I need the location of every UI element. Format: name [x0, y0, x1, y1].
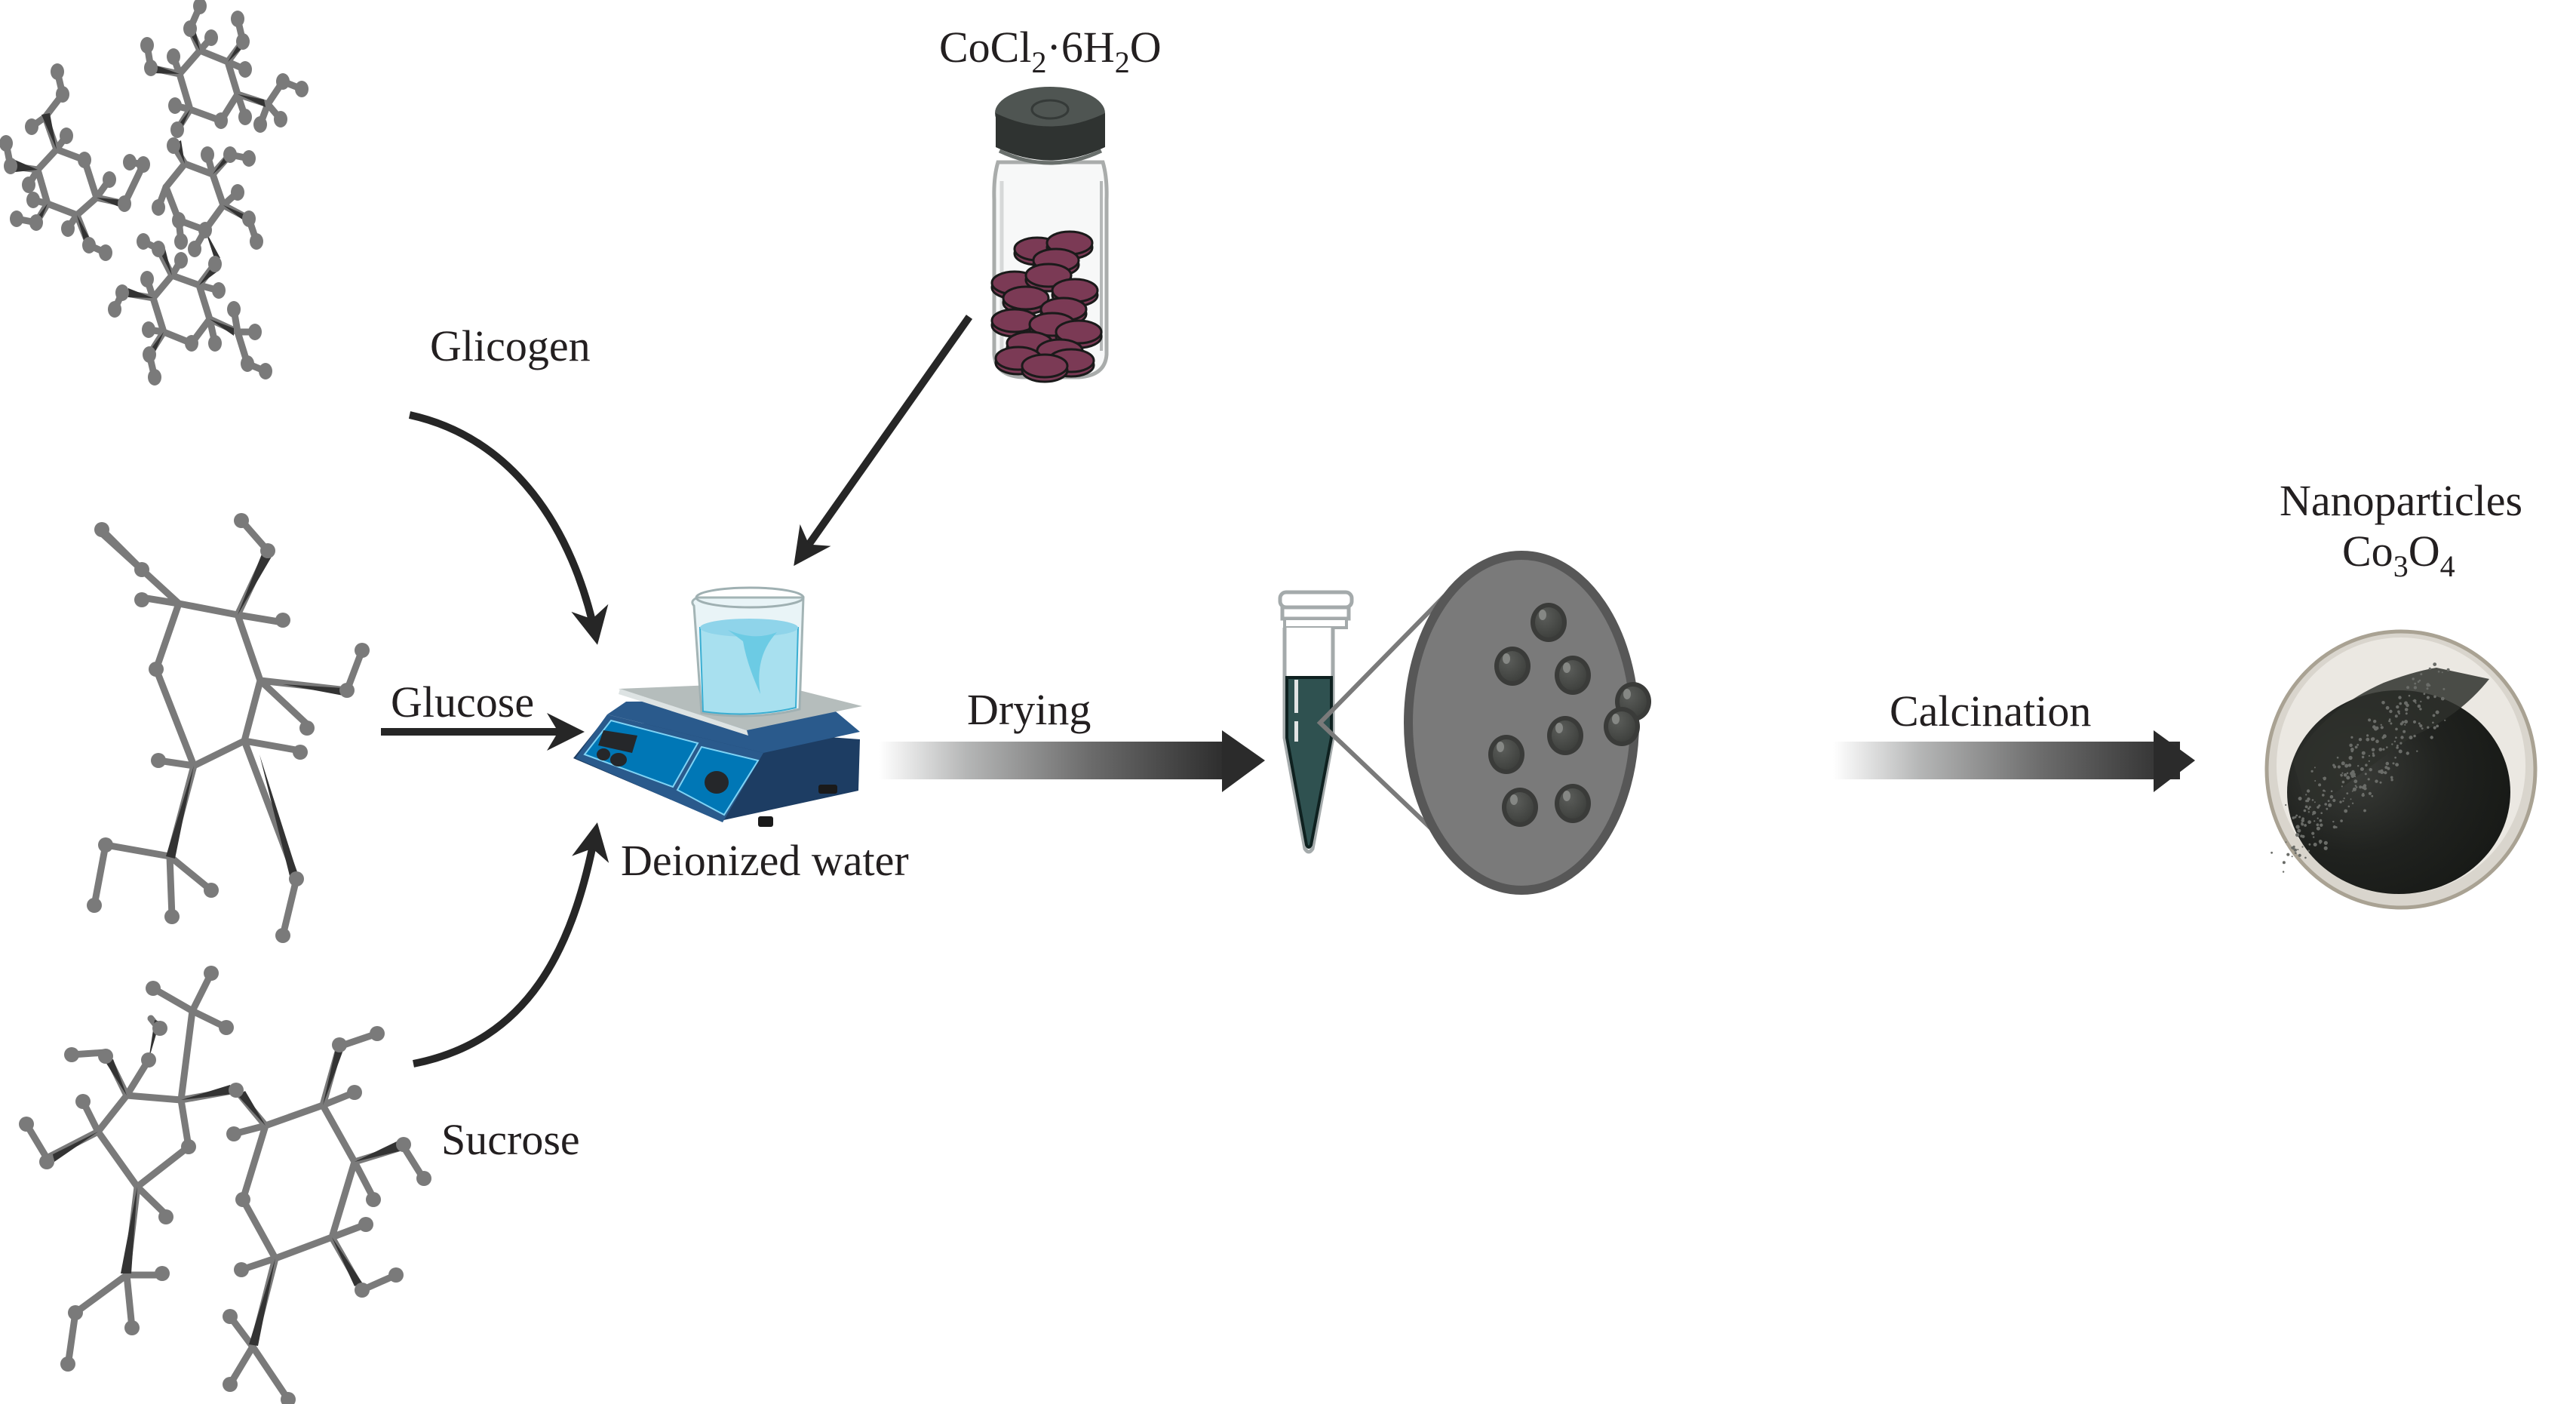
petri-dish-powder-icon: [2264, 629, 2538, 910]
atom: [174, 252, 188, 269]
tablet: [1021, 353, 1069, 379]
atom: [170, 121, 184, 138]
atom: [276, 73, 290, 90]
label-deionized-water: Deionized water: [621, 836, 909, 885]
label-drying: Drying: [967, 685, 1091, 734]
atom: [208, 335, 222, 352]
atom: [172, 212, 186, 229]
atom: [103, 171, 116, 188]
atom: [167, 137, 180, 154]
sucrose-molecule-icon: [19, 966, 431, 1404]
atom: [208, 256, 222, 272]
atom: [152, 241, 165, 257]
atom: [242, 210, 256, 227]
atom: [118, 195, 131, 212]
atom: [259, 363, 272, 379]
atom: [274, 111, 287, 127]
atom: [99, 244, 112, 261]
atom: [242, 150, 256, 167]
atom: [56, 86, 69, 103]
atom: [152, 199, 165, 216]
glucose-molecule-icon: [87, 513, 370, 943]
atom: [140, 37, 154, 54]
atom: [4, 158, 17, 174]
tablet: [1002, 285, 1050, 311]
atom: [241, 355, 254, 372]
atom: [144, 60, 158, 76]
atom: [238, 61, 252, 78]
atom: [82, 237, 96, 253]
label-sucrose: Sucrose: [441, 1115, 580, 1164]
atom: [231, 184, 244, 201]
atom: [250, 233, 263, 250]
atom: [198, 222, 212, 238]
atom: [167, 48, 180, 65]
label-product-formula: Co3O4: [2342, 527, 2455, 583]
label-glucose: Glucose: [391, 677, 534, 727]
atom: [123, 154, 137, 171]
atom: [227, 301, 241, 318]
glycogen-molecule-icon: [0, 0, 309, 386]
atom: [183, 20, 197, 37]
atom: [60, 127, 73, 144]
centrifuge-tube-icon: [1278, 590, 1354, 854]
atom: [51, 63, 64, 80]
label-glicogen: Glicogen: [430, 321, 591, 370]
label-product-name: Nanoparticles: [2280, 476, 2522, 525]
atom: [174, 233, 188, 250]
atom: [212, 282, 226, 299]
reagent-vial-icon: [990, 87, 1109, 383]
atom: [29, 214, 43, 231]
atom: [238, 109, 252, 125]
atom: [204, 29, 218, 46]
atom: [10, 210, 23, 227]
atom: [143, 346, 156, 363]
atom: [137, 156, 150, 173]
atom: [140, 271, 154, 287]
atom: [253, 116, 267, 133]
arrow-glicogen-to-mix: [408, 411, 609, 645]
hotplate-stirrer-icon: [573, 586, 862, 827]
atom: [115, 284, 129, 301]
label-cocl2: CoCl2·6H2O: [939, 23, 1162, 79]
atom: [223, 146, 237, 163]
atom: [188, 241, 201, 257]
atom: [148, 369, 161, 386]
atom: [295, 81, 309, 97]
atom: [26, 192, 40, 208]
atom: [231, 11, 244, 27]
arrow-sucrose-to-mix: [413, 822, 609, 1068]
atom: [78, 152, 91, 168]
atom: [214, 112, 228, 129]
arrow-cocl2-to-mix: [794, 315, 973, 567]
label-calcination: Calcination: [1890, 687, 2091, 736]
atom: [25, 118, 38, 135]
atom: [108, 301, 121, 318]
atom: [22, 177, 35, 193]
arrow-drying: [879, 730, 1265, 792]
arrow-calcination: [1833, 730, 2195, 792]
atom: [193, 0, 207, 14]
magnified-particles-view: [1316, 551, 1651, 895]
atom: [201, 146, 214, 163]
atom: [185, 335, 198, 352]
atom: [168, 97, 182, 114]
atom: [137, 233, 150, 250]
atom: [142, 321, 155, 338]
atom: [61, 220, 75, 237]
atom: [248, 324, 262, 340]
atom: [236, 33, 250, 50]
atom: [0, 135, 13, 152]
